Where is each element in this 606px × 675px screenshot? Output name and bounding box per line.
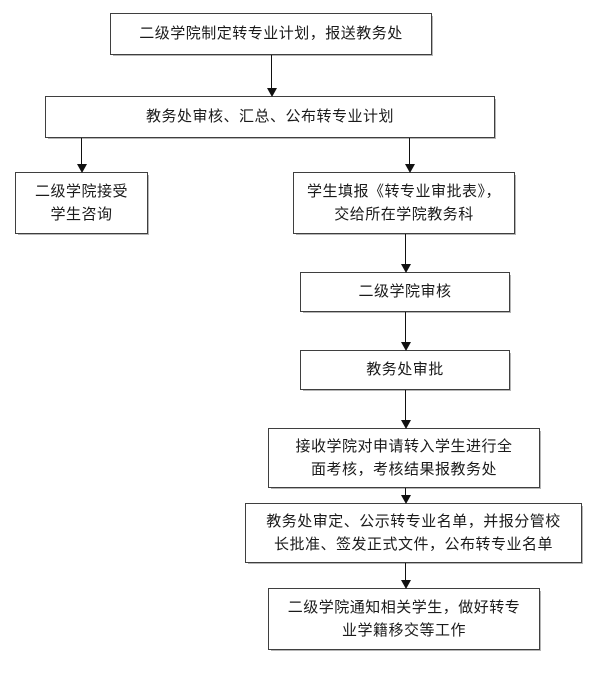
final-approval-publish-label: 教务处审定、公示转专业名单，并报分管校 长批准、签发正式文件，公布转专业名单 <box>266 511 561 553</box>
arrow-head-icon <box>401 342 411 351</box>
arrow-head-icon <box>401 495 411 504</box>
college-review-box[interactable]: 二级学院审核 <box>300 272 510 312</box>
plan-formulation-box[interactable]: 二级学院制定转专业计划，报送教务处 <box>110 13 432 55</box>
review-summarize-publish-label: 教务处审核、汇总、公布转专业计划 <box>145 107 394 126</box>
arrow-stem <box>405 563 406 580</box>
arrow-head-icon <box>401 420 411 429</box>
arrow-stem <box>81 138 82 164</box>
receiving-college-assessment-label: 接收学院对申请转入学生进行全 面考核，考核结果报教务处 <box>295 436 513 478</box>
review-summarize-publish-box[interactable]: 教务处审核、汇总、公布转专业计划 <box>45 96 495 138</box>
notify-students-transfer-box[interactable]: 二级学院通知相关学生，做好转专 业学籍移交等工作 <box>268 588 540 650</box>
academic-affairs-approval-label: 教务处审批 <box>366 360 444 379</box>
arrow-head-icon <box>405 164 415 173</box>
notify-students-transfer-label: 二级学院通知相关学生，做好转专 业学籍移交等工作 <box>287 597 521 639</box>
arrow-stem <box>405 390 406 420</box>
arrow-head-icon <box>77 164 87 173</box>
arrow-stem <box>405 234 406 264</box>
college-review-label: 二级学院审核 <box>358 282 452 301</box>
arrow-stem <box>405 488 406 495</box>
arrow-stem <box>405 312 406 342</box>
student-application-form-label: 学生填报《转专业审批表》， 交给所在学院教务科 <box>306 181 501 223</box>
final-approval-publish-box[interactable]: 教务处审定、公示转专业名单，并报分管校 长批准、签发正式文件，公布转专业名单 <box>245 503 582 563</box>
arrow-head-icon <box>267 88 277 97</box>
receiving-college-assessment-box[interactable]: 接收学院对申请转入学生进行全 面考核，考核结果报教务处 <box>268 428 540 488</box>
arrow-head-icon <box>401 264 411 273</box>
plan-formulation-label: 二级学院制定转专业计划，报送教务处 <box>139 24 403 43</box>
arrow-head-icon <box>401 580 411 589</box>
student-consultation-box[interactable]: 二级学院接受 学生咨询 <box>15 172 148 234</box>
arrow-stem <box>271 55 272 88</box>
student-consultation-label: 二级学院接受 学生咨询 <box>34 181 128 223</box>
academic-affairs-approval-box[interactable]: 教务处审批 <box>300 350 510 390</box>
student-application-form-box[interactable]: 学生填报《转专业审批表》， 交给所在学院教务科 <box>293 172 515 234</box>
arrow-stem <box>409 138 410 164</box>
